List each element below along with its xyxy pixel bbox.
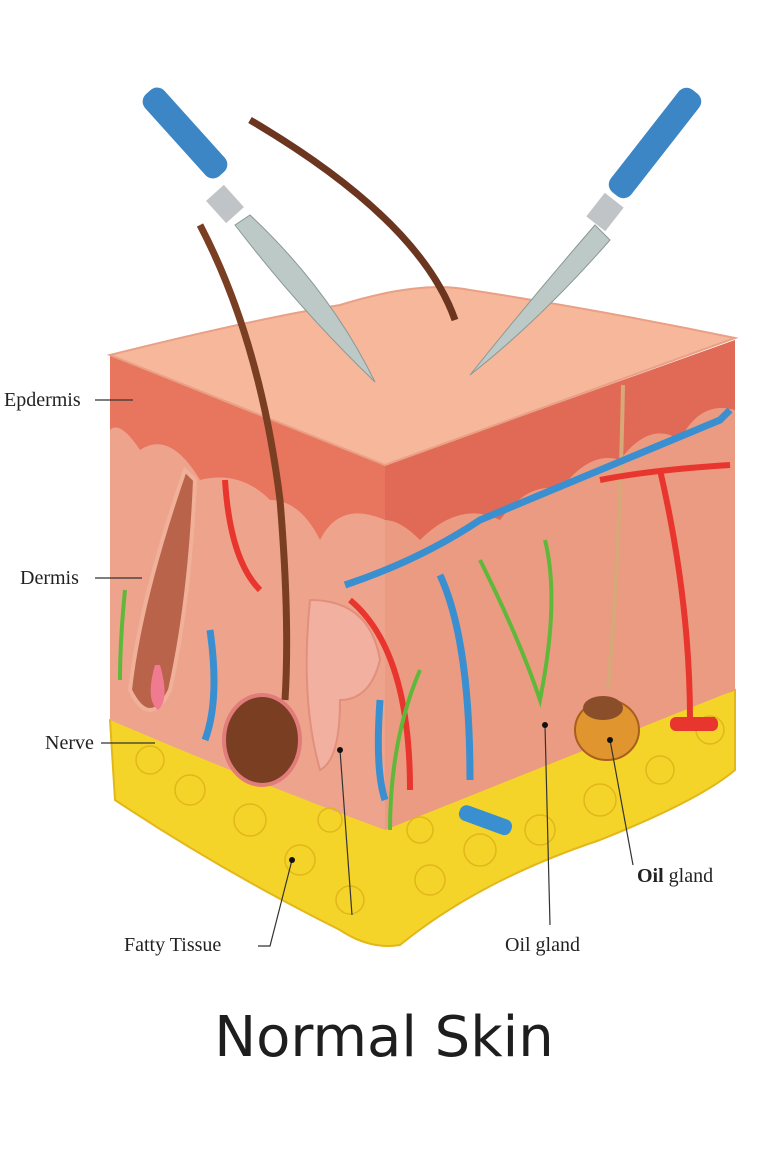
sebaceous-gland [305,598,382,772]
hair-shaft-top [248,116,459,322]
dermal-papilla [150,665,165,710]
label-epidermis: Epdermis [4,389,81,411]
label-oil-gland-bottom: Oil gland [505,934,580,956]
vein-cut [458,805,513,836]
leader-lines [95,399,634,947]
scalpel-left [142,87,376,383]
vein [201,407,733,802]
label-oil-gland-rest: gland [663,865,714,887]
scalpel-right [469,87,702,376]
hair-shaft [196,223,291,701]
label-oil-gland-right: Oil gland [637,866,713,886]
label-fatty-tissue: Fatty Tissue [124,934,222,956]
epidermis-right [385,340,735,540]
hair-follicle [127,466,198,712]
label-oil-gland-bold: Oil [637,865,664,887]
fat-cells [135,715,725,915]
oil-gland-top [583,696,623,720]
skin-surface-top [106,286,739,467]
epidermis-left [110,355,385,540]
hair-bulb [222,693,302,787]
artery-cut [670,717,718,731]
leader-dots [289,722,613,863]
label-dermis: Dermis [20,567,79,589]
artery [222,462,731,791]
hair-shaft-right [606,384,625,691]
nerve-fiber [118,539,554,831]
diagram-title: Normal Skin [214,1005,554,1070]
label-nerve: Nerve [45,732,94,754]
